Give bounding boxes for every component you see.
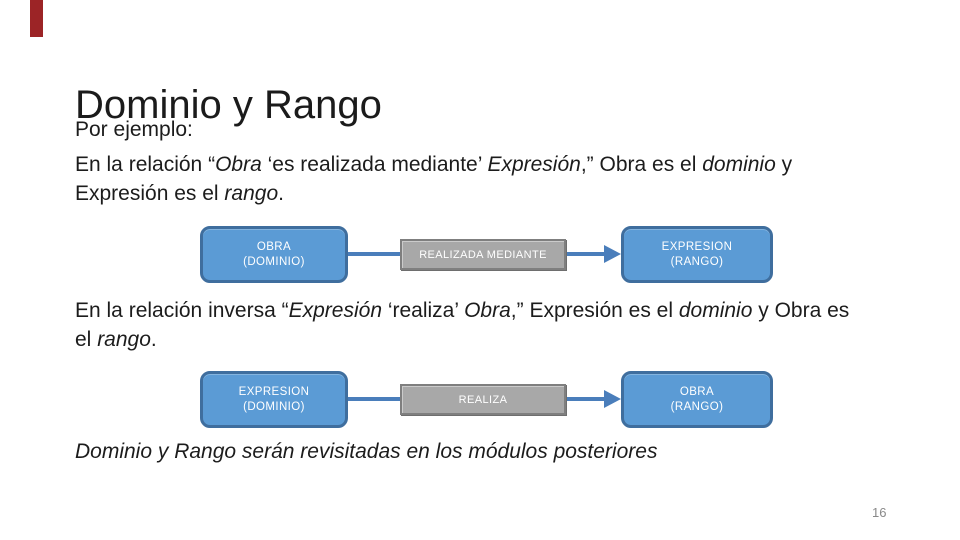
range-node-name: EXPRESION <box>661 240 733 253</box>
range-node: EXPRESION (RANGO) <box>621 226 773 283</box>
footer-note: Dominio y Rango serán revisitadas en los… <box>75 440 658 463</box>
page-number: 16 <box>872 505 887 520</box>
arrowhead-icon <box>604 390 621 408</box>
domain-node-role: (DOMINIO) <box>243 400 305 413</box>
relation-diagram-inverse: EXPRESION (DOMINIO) REALIZA OBRA (RANGO) <box>200 371 773 428</box>
relation-label: REALIZA <box>458 393 508 406</box>
intro-text: Por ejemplo: <box>75 118 193 141</box>
relation-diagram-forward: OBRA (DOMINIO) REALIZADA MEDIANTE EXPRES… <box>200 226 773 283</box>
paragraph-inverse-relation: En la relación inversa “Expresión ‘reali… <box>75 299 850 351</box>
arrowhead-icon <box>604 245 621 263</box>
range-node-role: (RANGO) <box>670 400 724 413</box>
domain-node-name: OBRA <box>256 240 292 253</box>
range-node-role: (RANGO) <box>670 255 724 268</box>
domain-node-role: (DOMINIO) <box>243 255 305 268</box>
range-node-name: OBRA <box>679 385 715 398</box>
relation-node: REALIZADA MEDIANTE <box>400 239 566 270</box>
accent-bar <box>30 0 43 37</box>
relation-label: REALIZADA MEDIANTE <box>419 248 547 261</box>
range-node: OBRA (RANGO) <box>621 371 773 428</box>
domain-node-name: EXPRESION <box>238 385 310 398</box>
slide-title: Dominio y Rango <box>75 82 382 127</box>
relation-node: REALIZA <box>400 384 566 415</box>
domain-node: OBRA (DOMINIO) <box>200 226 348 283</box>
paragraph-relation: En la relación “Obra ‘es realizada media… <box>75 153 793 205</box>
domain-node: EXPRESION (DOMINIO) <box>200 371 348 428</box>
